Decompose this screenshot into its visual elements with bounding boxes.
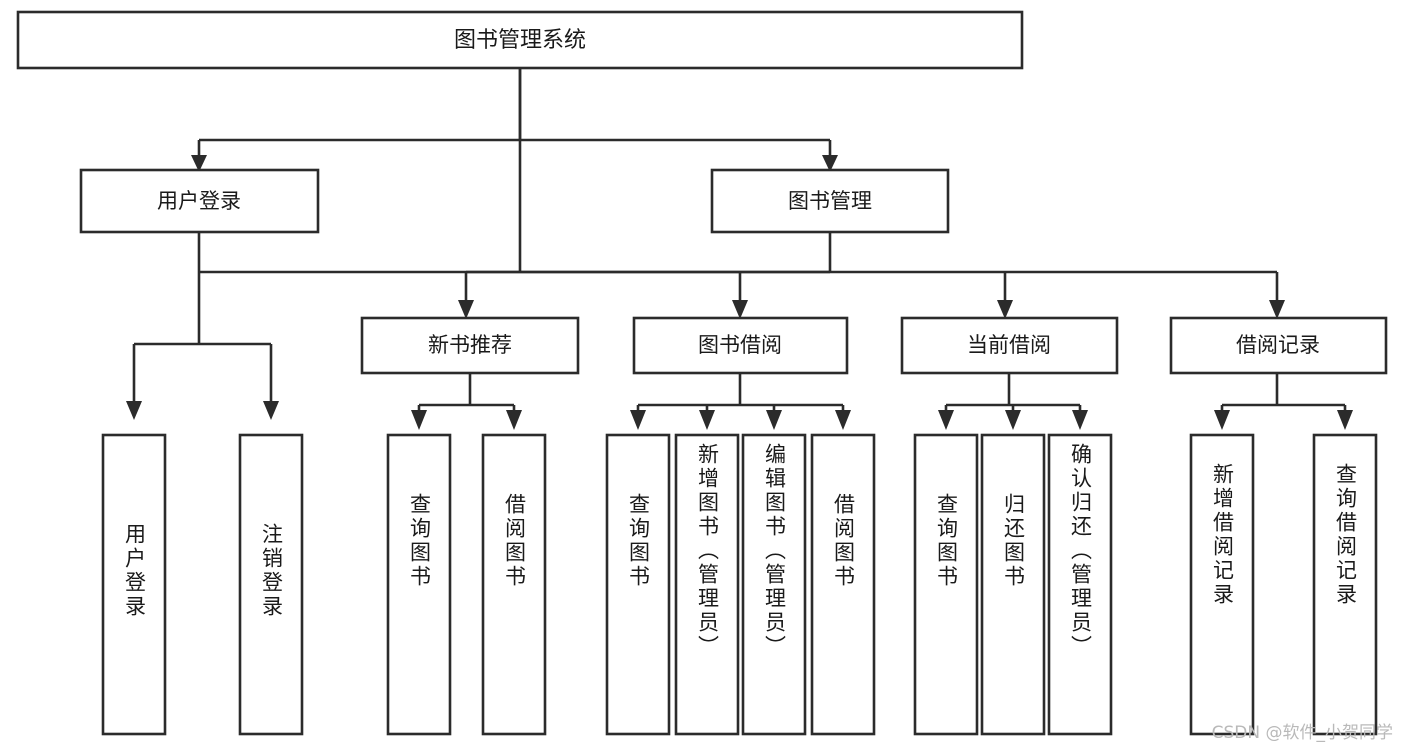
node-book-management-box[interactable] (710, 168, 950, 234)
leaf-boxes (101, 433, 1378, 736)
leaf-box-query-record[interactable] (1312, 433, 1378, 736)
connector-bookborrow-to-leaves (630, 373, 851, 430)
node-borrow-record-box[interactable] (1169, 316, 1388, 375)
leaf-box-add-book[interactable] (674, 433, 740, 736)
leaf-box-query-book-1[interactable] (386, 433, 452, 736)
leaf-box-query-book-3[interactable] (913, 433, 979, 736)
arrow-to-book-borrow (732, 300, 748, 319)
connector-bookmgmt-to-level3 (458, 232, 1285, 319)
leaf-box-query-book-2[interactable] (605, 433, 671, 736)
node-root-label: 图书管理系统 (454, 28, 586, 53)
arrow-to-leaf-borrow-book-2 (835, 410, 851, 430)
arrow-to-borrow-record (1269, 300, 1285, 319)
node-book-management[interactable]: 图书管理 (710, 168, 950, 234)
node-user-login-box[interactable] (79, 168, 320, 234)
node-user-login-label: 用户登录 (157, 189, 241, 213)
arrow-to-leaf-add-book (699, 410, 715, 430)
leaf-box-add-record[interactable] (1189, 433, 1255, 736)
leaf-box-borrow-book-2[interactable] (810, 433, 876, 736)
node-current-borrow[interactable]: 当前借阅 (900, 316, 1119, 375)
node-book-borrow-box[interactable] (632, 316, 849, 375)
arrow-to-leaf-user-login (126, 401, 142, 420)
leaf-box-user-login[interactable] (101, 433, 167, 736)
node-new-book-recommend-label: 新书推荐 (428, 333, 512, 357)
arrow-to-leaf-user-logout (263, 401, 279, 420)
arrow-to-leaf-query-record (1337, 410, 1353, 430)
arrow-to-leaf-add-record (1214, 410, 1230, 430)
arrow-to-leaf-confirm-return (1072, 410, 1088, 430)
connector-userlogin-to-leaves (126, 232, 279, 420)
node-borrow-record[interactable]: 借阅记录 (1169, 316, 1388, 375)
leaf-box-confirm-return[interactable] (1047, 433, 1113, 736)
arrow-to-current-borrow (997, 300, 1013, 319)
arrow-to-leaf-edit-book (766, 410, 782, 430)
node-root[interactable]: 图书管理系统 (16, 10, 1024, 70)
connector-borrowrecord-to-leaves (1214, 373, 1353, 430)
arrow-to-leaf-query-book-2 (630, 410, 646, 430)
node-new-book-recommend-box[interactable] (360, 316, 580, 375)
arrow-to-leaf-return-book (1005, 410, 1021, 430)
node-new-book-recommend[interactable]: 新书推荐 (360, 316, 580, 375)
leaf-box-edit-book[interactable] (741, 433, 807, 736)
node-book-borrow-label: 图书借阅 (698, 333, 782, 357)
connector-root-tree (191, 68, 838, 172)
arrow-to-new-book-recommend (458, 300, 474, 319)
connector-currentborrow-to-leaves (938, 373, 1088, 430)
node-current-borrow-label: 当前借阅 (967, 333, 1051, 357)
node-user-login[interactable]: 用户登录 (79, 168, 320, 234)
node-book-management-label: 图书管理 (788, 189, 872, 213)
arrow-to-book-management (822, 155, 838, 172)
arrow-to-leaf-borrow-book-1 (506, 410, 522, 430)
node-book-borrow[interactable]: 图书借阅 (632, 316, 849, 375)
node-root-box[interactable] (16, 10, 1024, 70)
connector-newbook-to-leaves (411, 373, 522, 430)
leaf-box-borrow-book-1[interactable] (481, 433, 547, 736)
leaf-box-return-book[interactable] (980, 433, 1046, 736)
leaf-box-user-logout[interactable] (238, 433, 304, 736)
arrow-to-user-login (191, 155, 207, 172)
arrow-to-leaf-query-book-1 (411, 410, 427, 430)
node-borrow-record-label: 借阅记录 (1236, 333, 1320, 357)
arrow-to-leaf-query-book-3 (938, 410, 954, 430)
node-current-borrow-box[interactable] (900, 316, 1119, 375)
